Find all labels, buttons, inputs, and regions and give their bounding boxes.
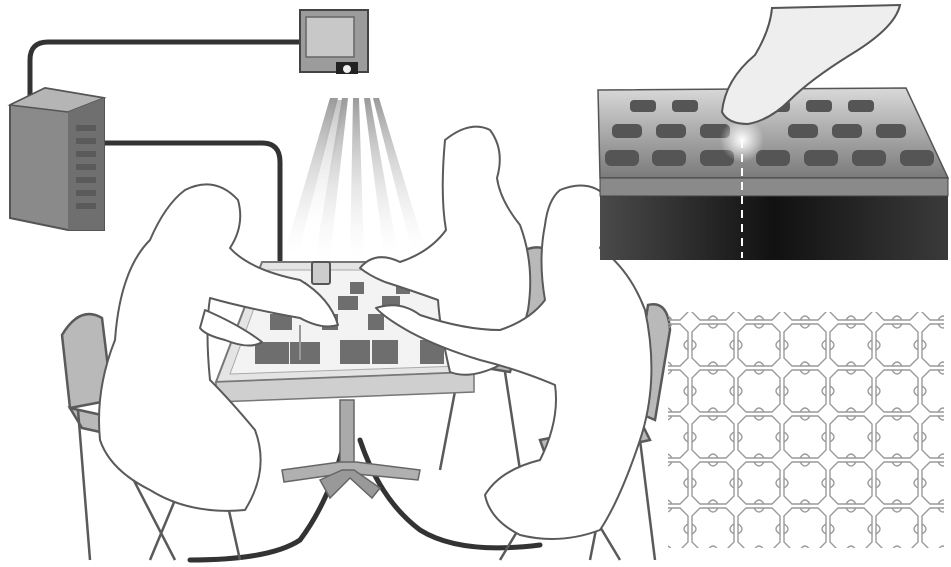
server-tower	[10, 88, 104, 230]
touch-surface-closeup	[598, 5, 948, 260]
ceiling-projector	[300, 10, 368, 74]
coffee-mug	[312, 262, 330, 284]
antenna-grid-pattern	[668, 312, 944, 548]
projection-beams	[284, 98, 426, 258]
surface-edge-scallops	[600, 178, 948, 196]
